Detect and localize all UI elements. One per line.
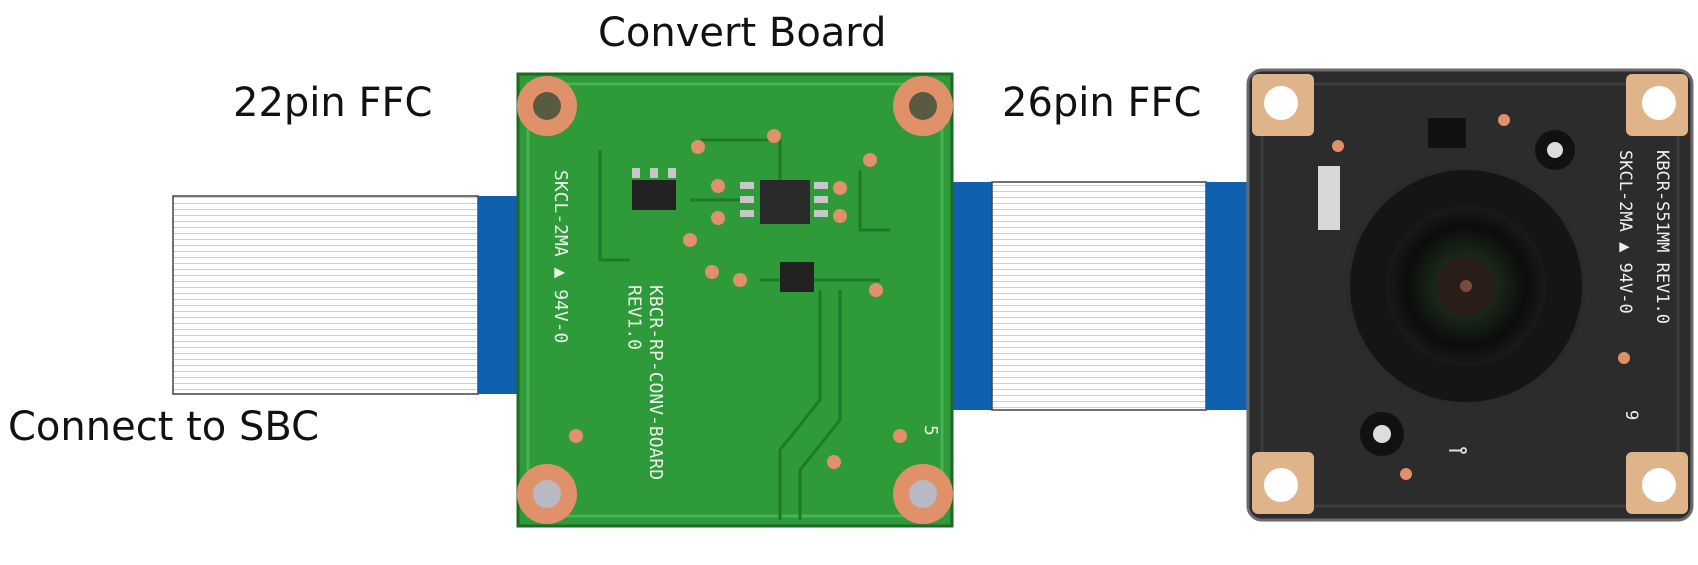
ffc-stiffener <box>950 182 992 410</box>
convert-board-pcb: SKCL-2MA ▲ 94V-0 KBCR-RP-CONV-BOARDREV1.… <box>516 72 954 528</box>
board-pin-mark: 5 <box>920 425 941 436</box>
camera-lens <box>1346 166 1586 406</box>
camera-orientation-icon: ⊸ <box>1448 436 1468 464</box>
right-cable-label: 26pin FFC <box>1002 80 1202 126</box>
left-cable-label: 22pin FFC <box>233 80 433 126</box>
camera-pin-mark: 9 <box>1621 410 1641 420</box>
camera-silkscreen-cert: SKCL-2MA ▲ 94V-0 <box>1615 150 1635 314</box>
ffc-22pin-cable <box>172 195 520 395</box>
ic-chip <box>760 180 810 224</box>
camera-module-pcb: KBCR-S51MM REV1.0 SKCL-2MA ▲ 94V-0 9 ⊸ <box>1246 68 1694 522</box>
diagram-title: Convert Board <box>598 10 887 56</box>
board-silkscreen-cert: SKCL-2MA ▲ 94V-0 <box>550 170 571 343</box>
ffc-stiffener <box>478 196 520 394</box>
camera-silkscreen-rev: KBCR-S51MM REV1.0 <box>1652 150 1672 324</box>
board-silkscreen-rev: KBCR-RP-CONV-BOARDREV1.0 <box>623 285 666 480</box>
connector-pins <box>1318 166 1340 230</box>
ffc-26pin-cable <box>950 181 1248 411</box>
ic-chip <box>780 262 814 292</box>
ic-chip <box>632 180 676 210</box>
ffc-stiffener <box>1206 182 1248 410</box>
connect-label: Connect to SBC <box>8 404 320 450</box>
